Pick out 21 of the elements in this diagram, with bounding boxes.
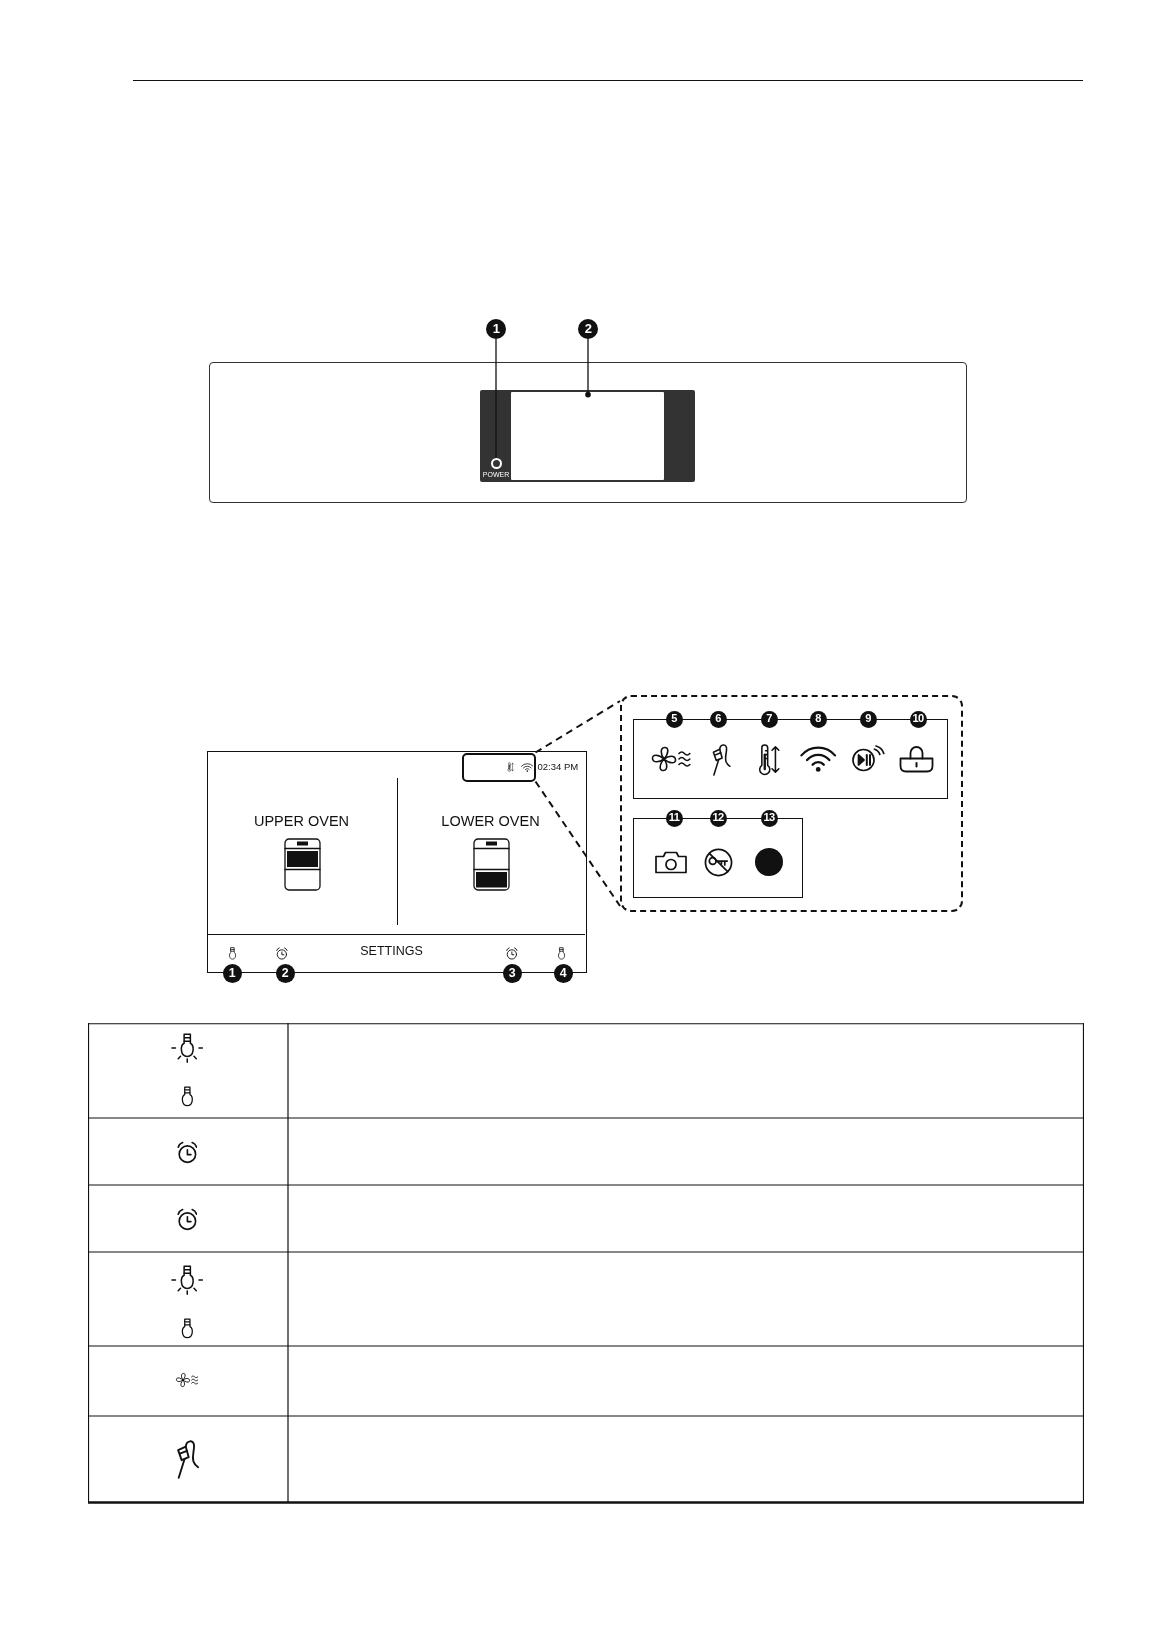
leader-line: [495, 337, 497, 459]
time-text: 02:34 PM: [537, 761, 579, 773]
callout-number: 5: [665, 710, 683, 728]
callout-number: 7: [760, 710, 778, 728]
callout-number: 12: [709, 809, 727, 827]
callout-number: 13: [760, 809, 778, 827]
callout-number: 1: [486, 318, 506, 339]
callout-number: 10: [909, 710, 927, 728]
callout-number: 8: [809, 710, 827, 728]
callout-number: 2: [578, 318, 598, 339]
leader-line: [585, 337, 591, 398]
zoom-guide-line: [534, 700, 621, 754]
zoom-guide-line: [534, 780, 621, 907]
display-screen: [511, 392, 664, 480]
status-highlight: [461, 752, 536, 782]
callout-number: 11: [665, 809, 683, 827]
callout-number: 6: [709, 710, 727, 728]
menu-label: SETTINGS: [360, 944, 423, 959]
oven-title: UPPER OVEN: [253, 813, 350, 830]
callout-number: 9: [859, 710, 877, 728]
oven-title: LOWER OVEN: [441, 813, 540, 830]
